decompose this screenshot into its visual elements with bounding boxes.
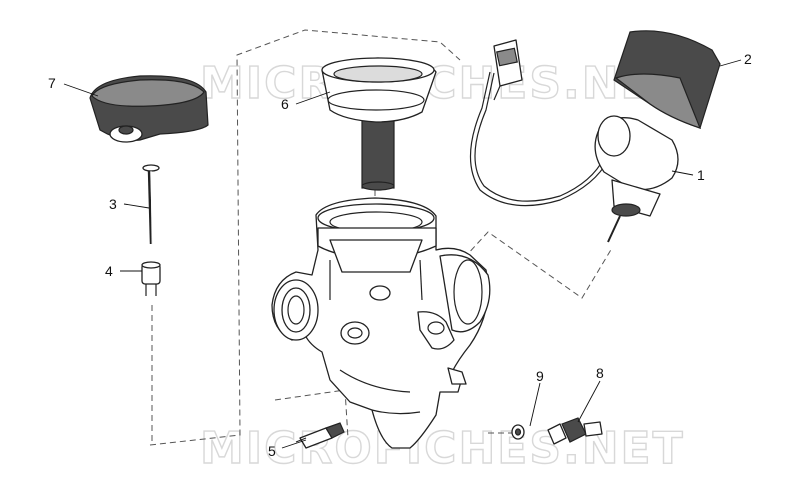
needle-clip-part (141, 261, 161, 296)
vacuum-slide-part (321, 57, 437, 191)
watermark-top: MICROFICHES.NET (200, 58, 685, 109)
washer-part (511, 424, 525, 440)
callout-5: 5 (268, 443, 276, 459)
watermark-bottom: MICROFICHES.NET (200, 423, 685, 474)
callout-9: 9 (536, 368, 544, 384)
adjust-screw-part (295, 422, 345, 449)
callout-1: 1 (697, 167, 705, 183)
leader-lines (63, 59, 742, 449)
cover-cap-part (89, 75, 209, 143)
rubber-boot-part (613, 30, 721, 129)
jet-needle-part (142, 164, 160, 245)
callout-8: 8 (596, 365, 604, 381)
callout-7: 7 (48, 75, 56, 91)
auto-choke-part (469, 39, 679, 243)
callout-labels: 7 6 2 1 3 4 5 9 8 (48, 51, 752, 459)
fitting-part (547, 417, 603, 445)
callout-3: 3 (109, 196, 117, 212)
callout-2: 2 (744, 51, 752, 67)
callout-4: 4 (105, 263, 113, 279)
carburetor-body (271, 197, 491, 449)
callout-6: 6 (281, 96, 289, 112)
